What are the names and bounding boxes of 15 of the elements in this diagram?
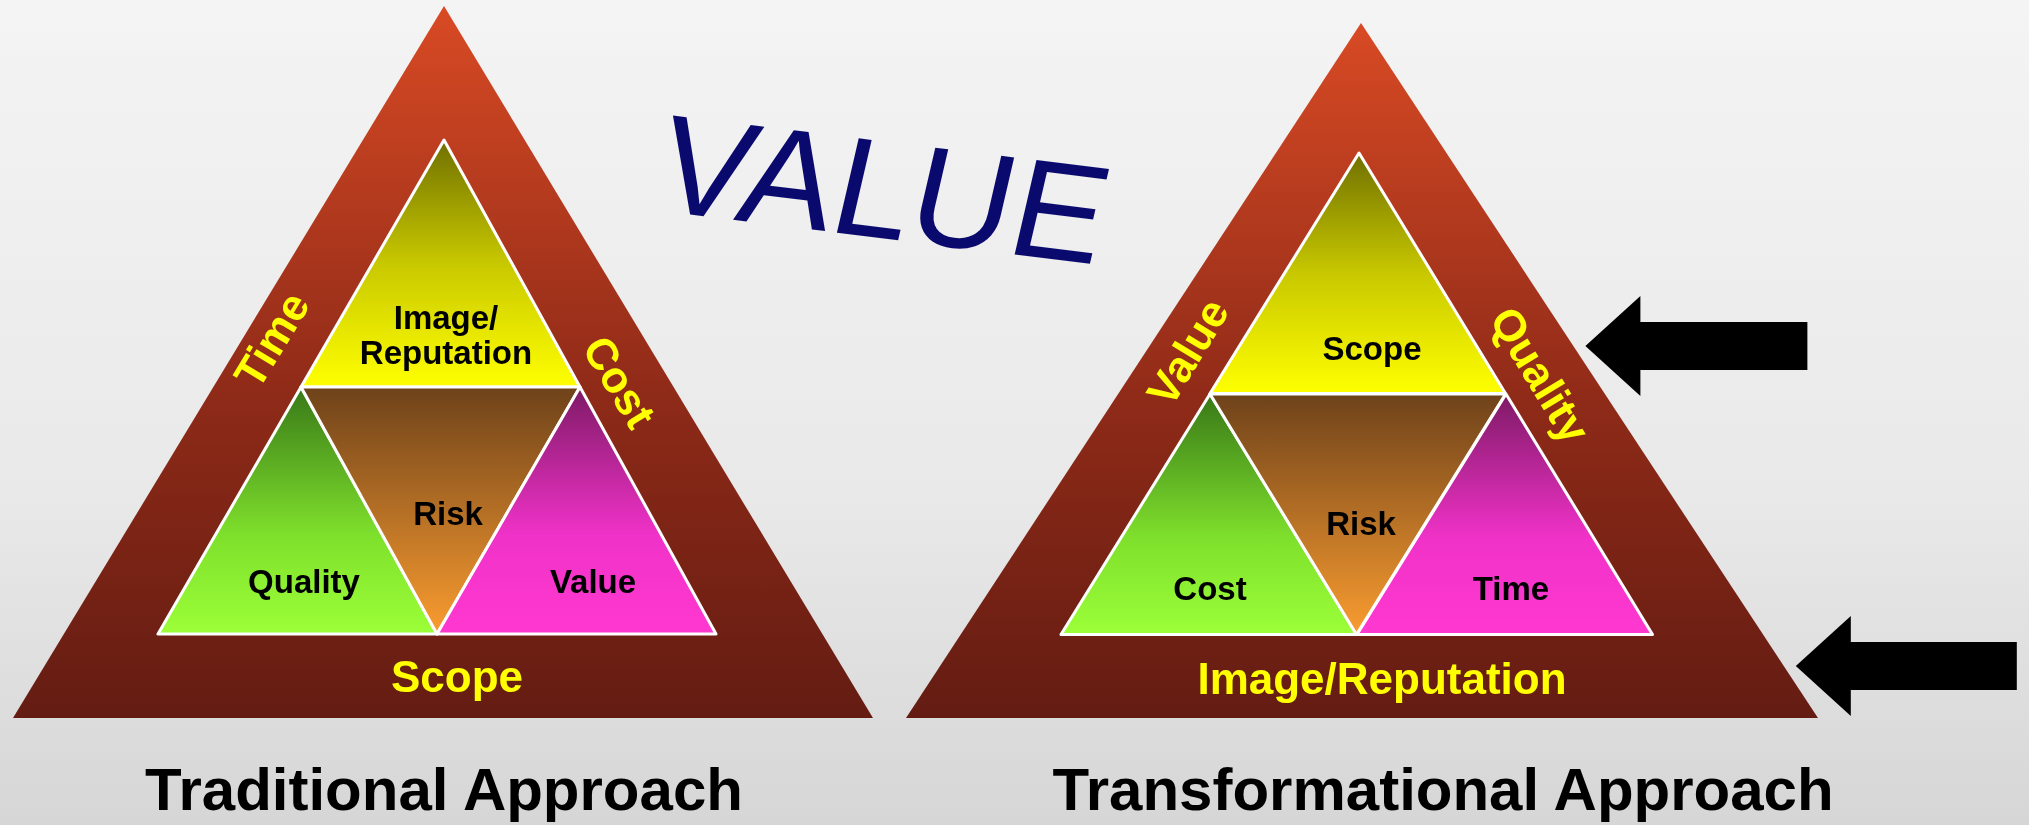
segment-label: Time [1472, 571, 1550, 607]
segment-label: Value [549, 564, 637, 600]
block-arrow [1585, 296, 1808, 396]
side-label: Scope [391, 653, 523, 701]
segment-label: Quality [248, 564, 360, 600]
node-label: Transformational Approach [1052, 754, 1834, 824]
title: VALUE [643, 84, 1125, 296]
segment-label: Cost [1173, 571, 1247, 607]
segment-label: Scope [1322, 331, 1422, 367]
segment-label: Risk [1326, 506, 1396, 542]
side-label: Image/Reputation [1197, 655, 1567, 703]
segment-label: Image/ Reputation [358, 301, 534, 371]
segment-label: Risk [413, 496, 483, 532]
block-arrow [1795, 616, 2017, 716]
node-label: Traditional Approach [145, 754, 743, 824]
